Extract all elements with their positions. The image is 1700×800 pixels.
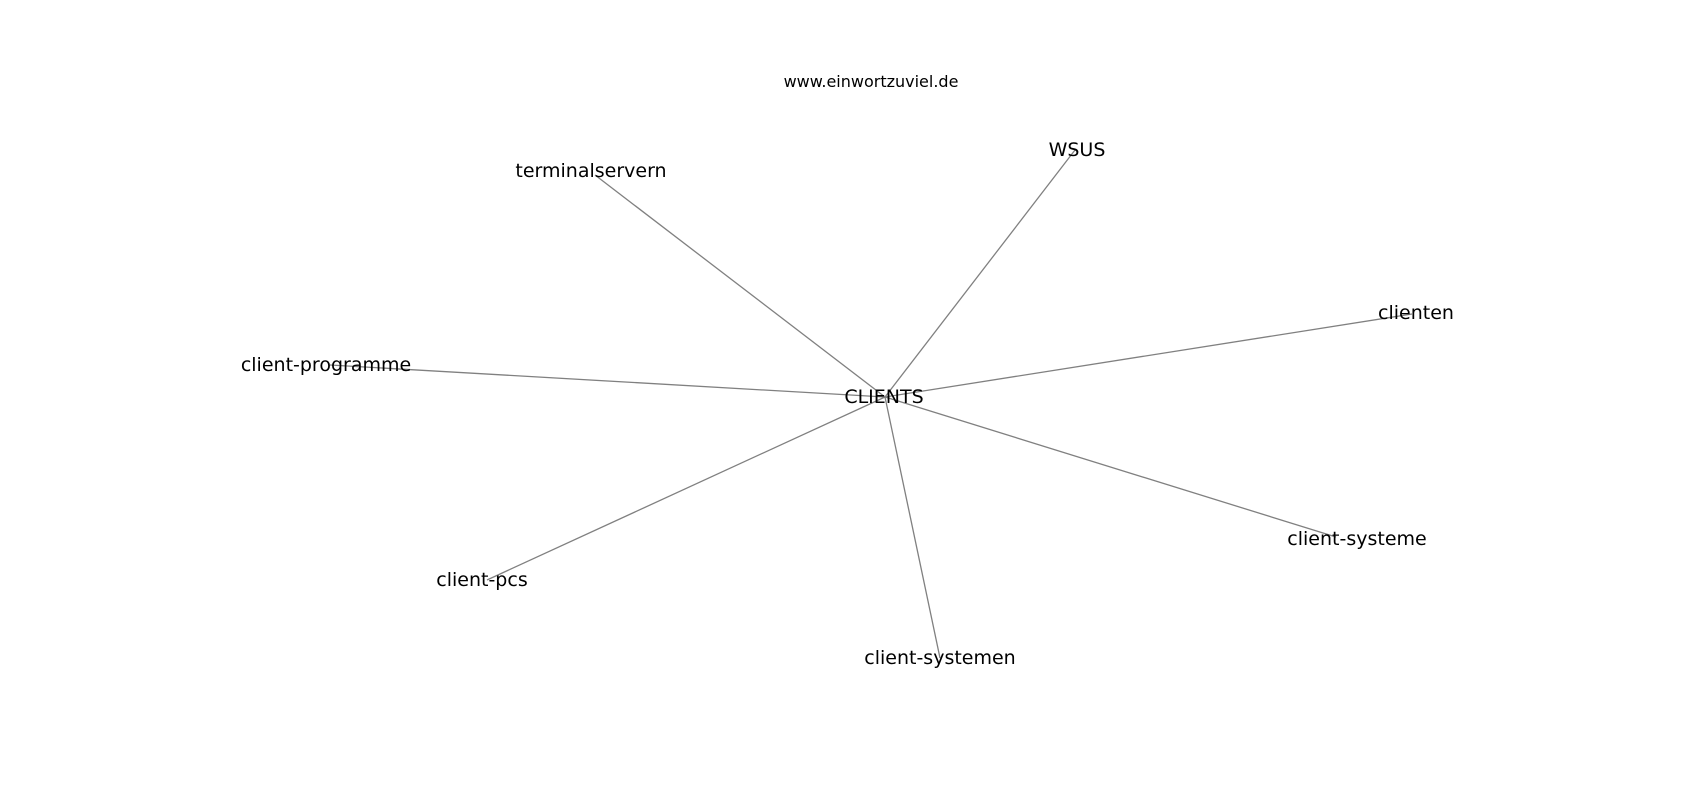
node-label-client-systeme: client-systeme <box>1287 528 1426 550</box>
node-label-terminalservern: terminalservern <box>515 160 666 182</box>
labels-group: CLIENTS WSUS terminalservern clienten cl… <box>241 139 1454 669</box>
edge-clients-client-systeme <box>884 396 1337 538</box>
edge-clients-client-systemen <box>884 396 941 659</box>
edge-clients-client-programme <box>329 364 886 398</box>
edges-group <box>329 149 1413 659</box>
watermark-text: www.einwortzuviel.de <box>784 72 959 91</box>
node-label-wsus: WSUS <box>1049 139 1106 161</box>
node-label-clients: CLIENTS <box>844 386 923 408</box>
node-label-clienten: clienten <box>1378 302 1454 324</box>
edge-clients-wsus <box>884 149 1076 398</box>
edge-clients-client-pcs <box>486 396 886 581</box>
node-label-client-systemen: client-systemen <box>864 647 1015 669</box>
edge-clients-clienten <box>884 313 1413 398</box>
node-label-client-programme: client-programme <box>241 354 411 376</box>
edge-clients-terminalservern <box>594 174 886 398</box>
node-label-client-pcs: client-pcs <box>436 569 527 591</box>
